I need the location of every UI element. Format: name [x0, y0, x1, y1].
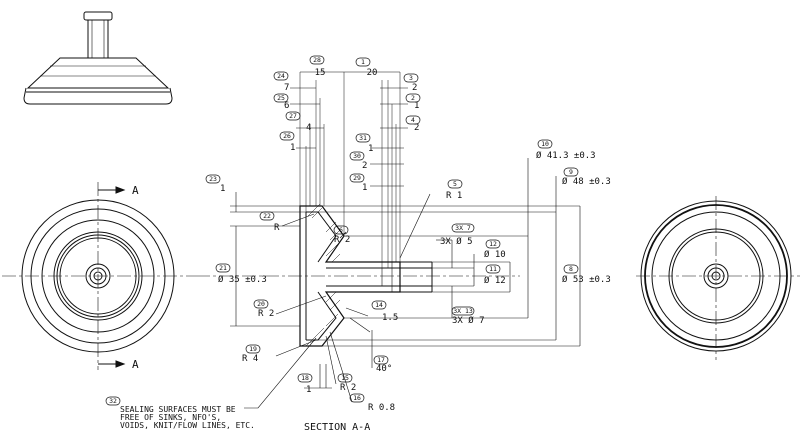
dim-15: R 2	[340, 383, 356, 393]
balloon-3: 3	[409, 74, 413, 82]
dim-30: 2	[362, 161, 367, 171]
balloon-23: 23	[209, 175, 217, 183]
front-view-left	[2, 182, 196, 370]
balloon-27: 27	[289, 112, 297, 120]
dim-23: 1	[220, 184, 225, 194]
balloon-15: 15	[341, 374, 349, 382]
dim-20: R 2	[258, 309, 274, 319]
balloon-4: 4	[411, 116, 415, 124]
balloon-29: 29	[353, 174, 361, 182]
balloon-18: 18	[301, 374, 309, 382]
dim-7: 3X Ø 5	[440, 236, 473, 247]
section-view	[196, 71, 581, 409]
dim-9: Ø 48 ±0.3	[562, 176, 611, 187]
dim-12: Ø 10	[484, 249, 506, 260]
balloon-25: 25	[277, 94, 285, 102]
balloon-22: 22	[263, 212, 271, 220]
dim-16: R 0.8	[368, 403, 395, 413]
note-line-1: SEALING SURFACES MUST BE	[120, 405, 236, 414]
balloon-1: 1	[361, 58, 365, 66]
dim-27: 4	[306, 123, 311, 133]
dim-3: 2	[412, 83, 417, 93]
balloon-12: 12	[489, 240, 497, 248]
balloon-9: 9	[569, 168, 573, 176]
balloon-20: 20	[257, 300, 265, 308]
callout-balloons	[105, 55, 579, 406]
balloon-28: 28	[313, 56, 321, 64]
note-line-3: VOIDS, KNIT/FLOW LINES, ETC.	[120, 421, 255, 430]
balloon-2: 2	[411, 94, 415, 102]
dim-13: 3X Ø 7	[452, 315, 485, 326]
dim-21: Ø 35 ±0.3	[218, 274, 267, 285]
balloon-24: 24	[277, 72, 285, 80]
balloon-19: 19	[249, 345, 257, 353]
dim-25: 6	[284, 101, 289, 111]
dim-26: 1	[290, 143, 295, 153]
section-label-a-bottom: A	[132, 358, 139, 371]
balloon-16: 16	[353, 394, 361, 402]
balloon-17: 17	[377, 356, 385, 364]
dim-4: 1	[414, 101, 419, 111]
balloon-26: 26	[283, 132, 291, 140]
balloon-7: 3X 7	[455, 224, 471, 232]
dim-5: R 1	[446, 191, 462, 201]
balloon-8: 8	[569, 265, 573, 273]
dim-11: Ø 12	[484, 275, 506, 286]
front-view-right	[636, 196, 800, 360]
balloon-6: 6	[339, 226, 343, 234]
dim-18: 1	[306, 385, 311, 395]
dim-24: 7	[284, 83, 289, 93]
dim-6: R 2	[334, 235, 350, 245]
dim-22: R	[274, 223, 280, 233]
dim-8: Ø 53 ±0.3	[562, 274, 611, 285]
balloon-21: 21	[219, 264, 227, 272]
balloon-14: 14	[375, 301, 383, 309]
balloon-13: 3X 13	[453, 307, 473, 315]
section-label-a-top: A	[132, 184, 139, 197]
balloon-30: 30	[353, 152, 361, 160]
dim-1: 20	[367, 68, 378, 78]
dim-2: 2	[414, 123, 419, 133]
dim-10: Ø 41.3 ±0.3	[536, 150, 596, 161]
balloon-11: 11	[489, 265, 497, 273]
balloon-5: 5	[453, 180, 457, 188]
section-title: SECTION A-A	[304, 422, 370, 433]
dim-29: 1	[362, 183, 367, 193]
note-line-2: FREE OF SINKS, NFO'S,	[120, 413, 221, 422]
dim-17: 40°	[376, 364, 392, 374]
side-view	[23, 11, 173, 105]
dim-28: 15	[315, 68, 326, 78]
balloon-32: 32	[109, 397, 117, 405]
dim-31: 1	[368, 144, 373, 154]
balloon-10: 10	[541, 140, 549, 148]
dim-14: 1.5	[382, 313, 398, 323]
balloon-31: 31	[359, 134, 367, 142]
dim-19: R 4	[242, 354, 258, 364]
